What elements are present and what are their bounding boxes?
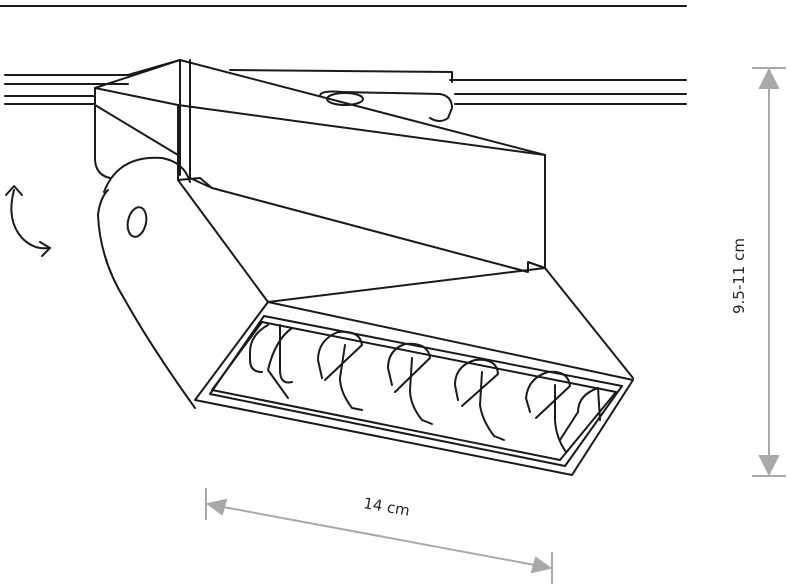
- height-dimension-label: 9.5-11 cm: [730, 238, 748, 314]
- pivot-screw-hole: [126, 206, 148, 238]
- length-arrowhead-right: [530, 556, 553, 574]
- light-cell-5: [525, 371, 549, 413]
- length-dimension-label: 14 cm: [362, 494, 411, 520]
- track-adapter-clip: [319, 90, 453, 122]
- luminaire-body: [97, 154, 634, 409]
- length-dimension-line: [217, 505, 541, 567]
- height-arrowhead-top: [758, 67, 780, 89]
- light-cell-4: [454, 359, 476, 401]
- light-cell-3: [387, 343, 406, 386]
- pivot-hinge: [97, 156, 191, 238]
- height-arrowhead-bottom: [758, 455, 780, 477]
- light-cell-row: [249, 324, 601, 453]
- mounting-track: [4, 59, 687, 105]
- light-cell-2: [317, 331, 339, 379]
- light-cell-1: [249, 324, 269, 373]
- adapter-housing: [94, 59, 546, 273]
- length-dimension: 14 cm: [205, 488, 553, 584]
- curved-double-arrow-icon: [5, 185, 51, 257]
- height-dimension: 9.5-11 cm: [730, 67, 786, 477]
- front-louvre-panel: [194, 301, 634, 476]
- light-cell-6: [559, 387, 599, 441]
- length-arrowhead-left: [205, 498, 228, 516]
